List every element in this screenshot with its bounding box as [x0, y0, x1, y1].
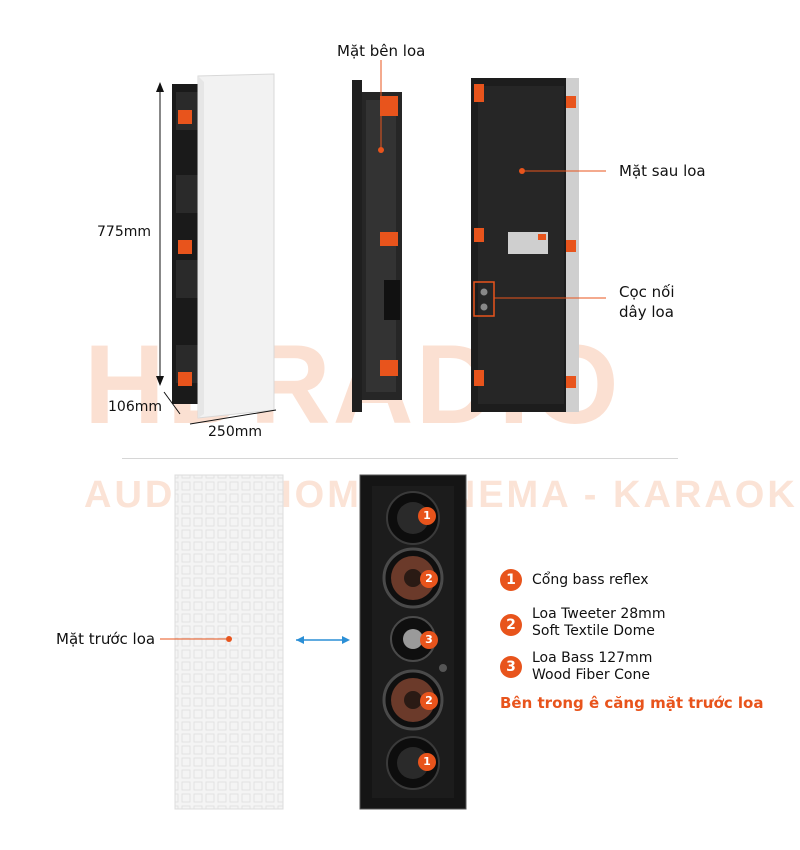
note-inner-grille: Bên trong ê căng mặt trước loa: [500, 694, 764, 712]
dim-depth: 106mm: [108, 399, 162, 415]
dim-width: 250mm: [208, 424, 262, 440]
speaker-side-view: [352, 60, 402, 412]
label-front: Mặt trước loa: [56, 630, 156, 648]
driver-badge-1: 1: [418, 507, 436, 525]
label-terminal-line1: Cọc nối: [619, 283, 675, 301]
legend-badge-1: 1: [500, 569, 522, 591]
legend-item-3: Loa Bass 127mm Wood Fiber Cone: [532, 650, 652, 684]
legend-item-2: Loa Tweeter 28mm Soft Textile Dome: [532, 606, 665, 640]
legend-item-2-line2: Soft Textile Dome: [532, 623, 655, 639]
speaker-back-view: [471, 78, 606, 412]
dim-height: 775mm: [97, 224, 151, 240]
label-back: Mặt sau loa: [619, 162, 706, 180]
legend-item-1: Cổng bass reflex: [532, 572, 649, 589]
legend-badge-2: 2: [500, 614, 522, 636]
label-side: Mặt bên loa: [337, 42, 426, 60]
driver-badge-5: 1: [418, 753, 436, 771]
driver-badge-3: 3: [420, 631, 438, 649]
legend-item-3-line1: Loa Bass 127mm: [532, 650, 653, 666]
driver-badge-2: 2: [420, 570, 438, 588]
speaker-angled-view: [156, 73, 277, 425]
section-divider: [122, 458, 678, 459]
label-terminal: Cọc nối dây loa: [619, 282, 675, 322]
legend-item-1-line1: Cổng bass reflex: [532, 572, 649, 588]
legend-item-3-line2: Wood Fiber Cone: [532, 667, 650, 683]
legend-badge-3: 3: [500, 656, 522, 678]
driver-badge-4: 2: [420, 692, 438, 710]
label-terminal-line2: dây loa: [619, 303, 674, 321]
legend-item-2-line1: Loa Tweeter 28mm: [532, 606, 666, 622]
